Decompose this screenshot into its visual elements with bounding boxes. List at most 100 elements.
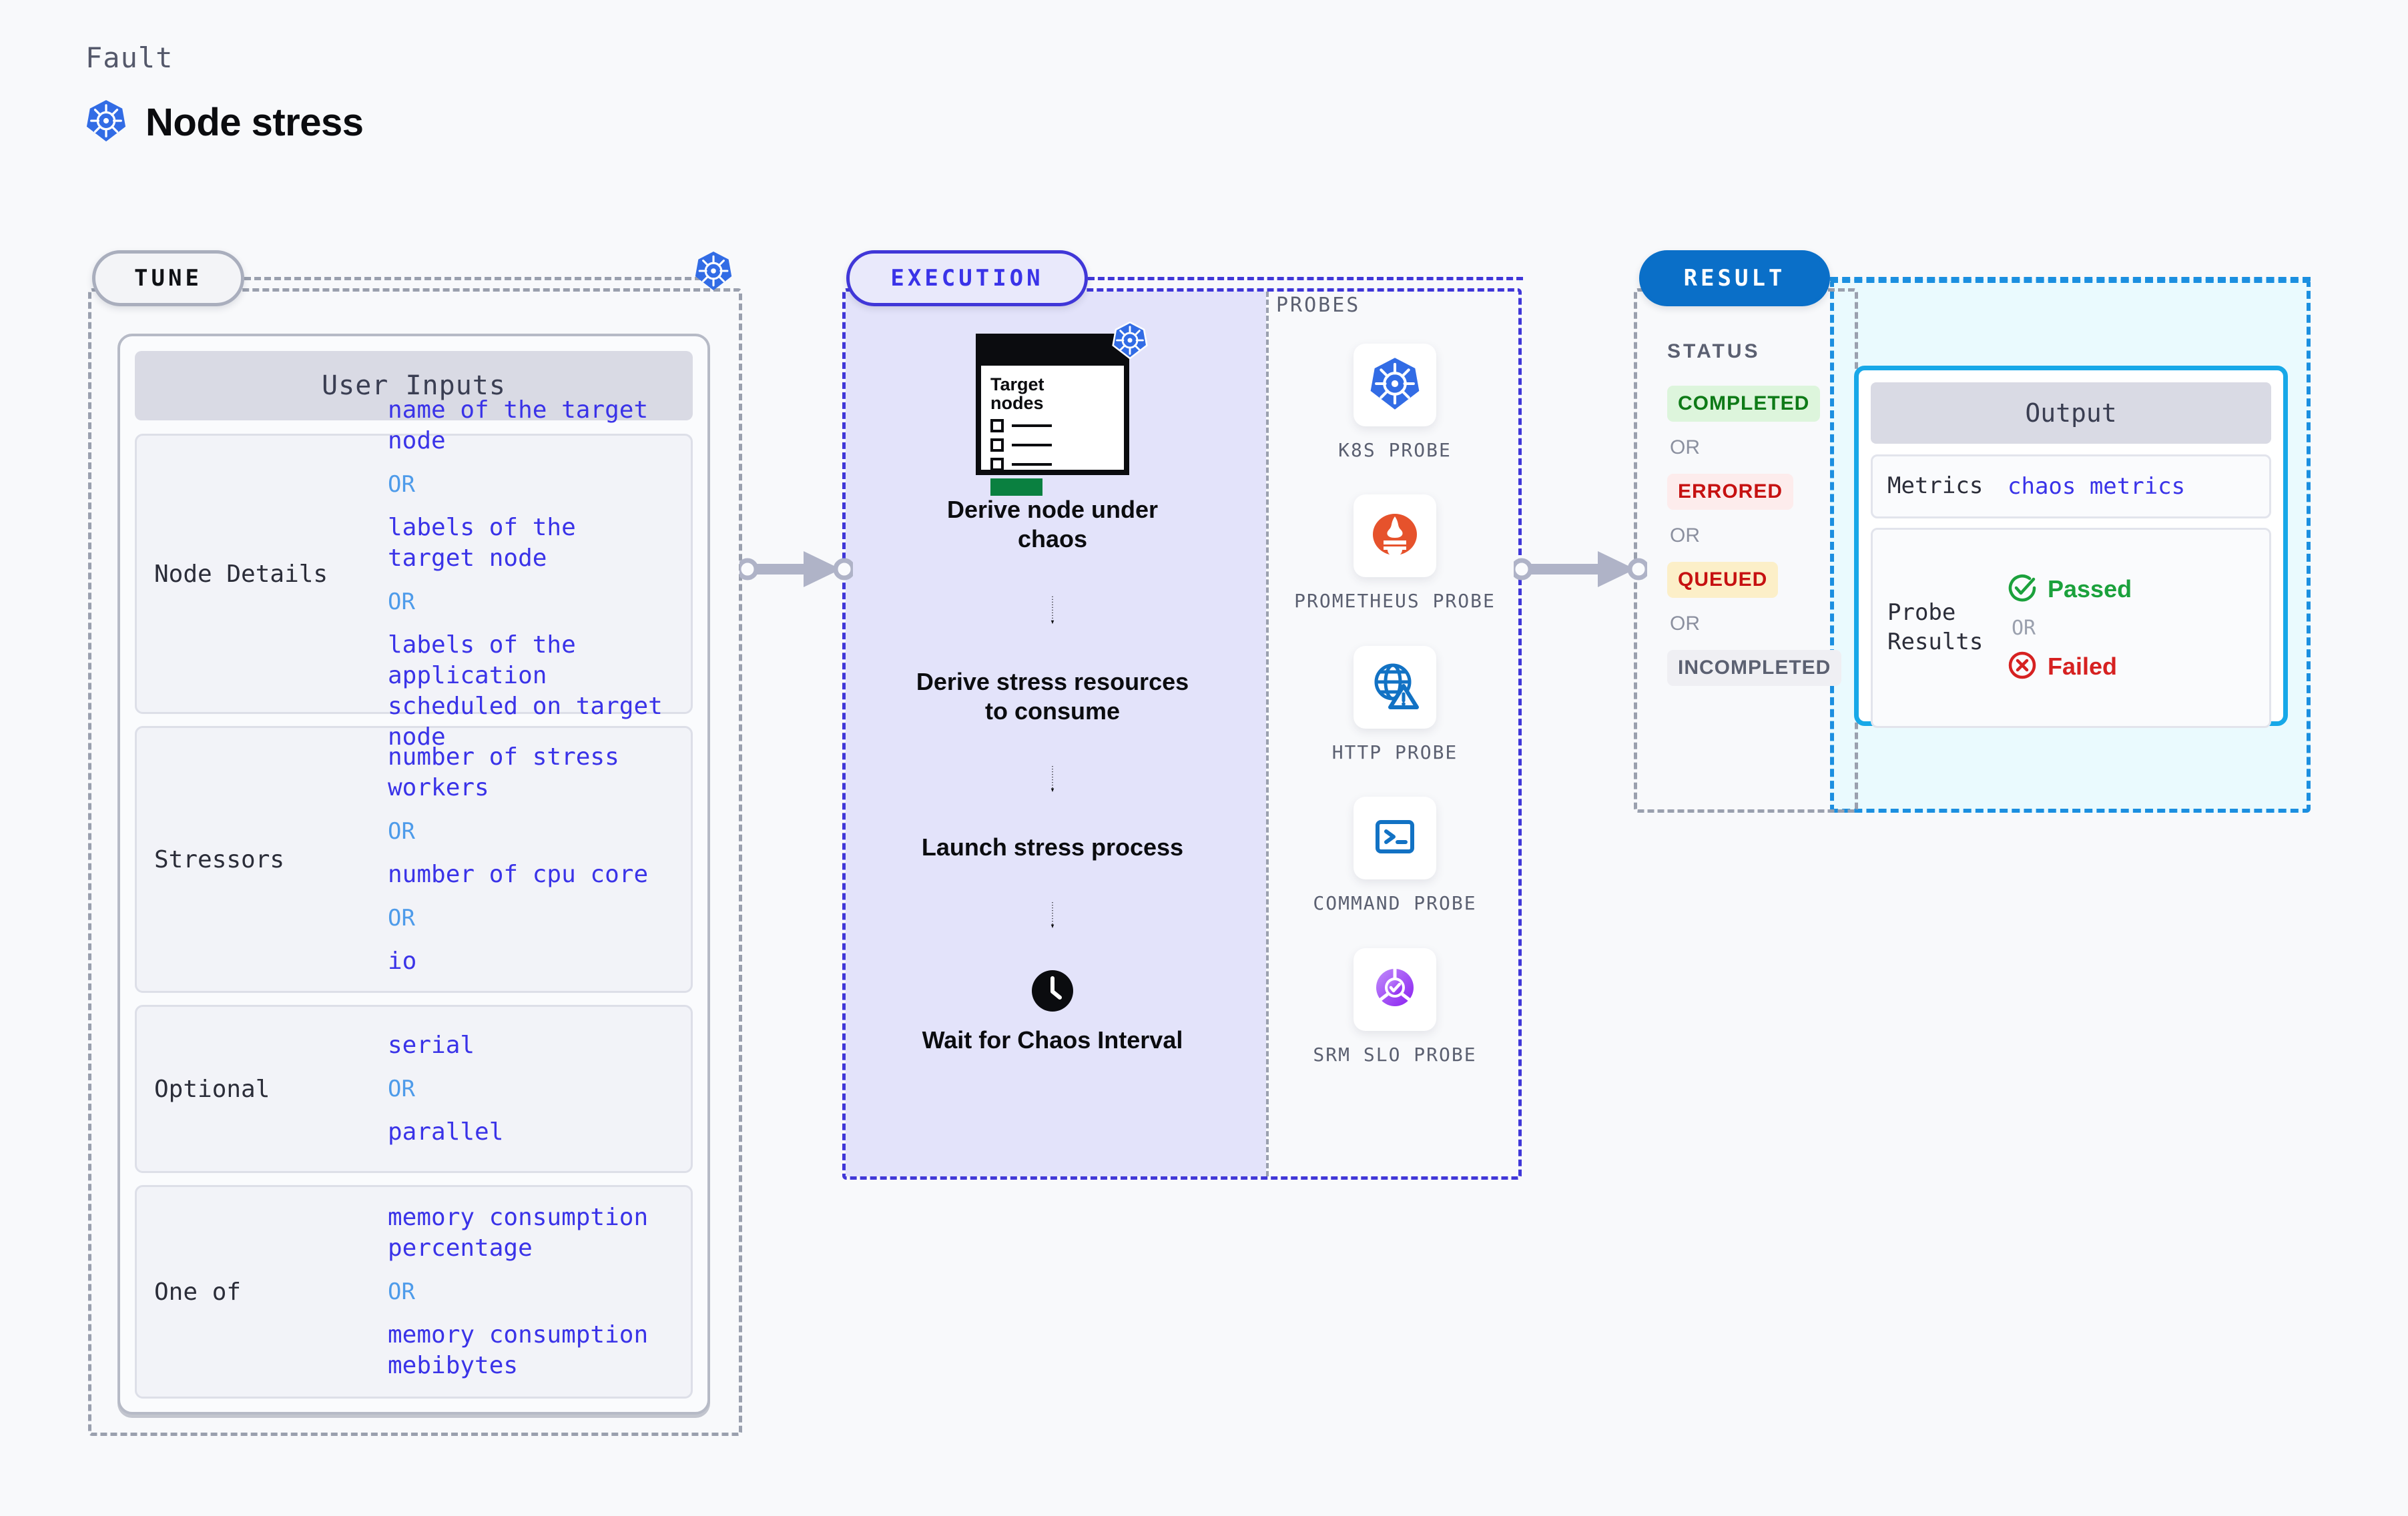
target-card-title-line1: Target [990,374,1044,394]
param-values: serial OR parallel [388,1030,673,1148]
kubernetes-icon [1112,321,1148,362]
output-key: Probe Results [1887,599,2008,657]
param-value: io [388,948,417,976]
globe-warning-icon [1369,659,1421,715]
output-key-text: Probe Results [1887,599,1984,655]
x-circle-icon [2008,651,2037,683]
param-key: One of [154,1278,242,1306]
execution-probes-divider [1266,292,1269,1176]
param-key: Stressors [154,845,285,873]
verdict-label: Passed [2048,575,2132,603]
flow-step-label: Launch stress process [921,833,1184,861]
verdict-passed: Passed [2008,573,2254,606]
execution-flow: Target nodes [842,321,1263,1054]
param-value: memory consumption percentage [388,1203,649,1262]
target-card-list-item [990,438,1115,452]
status-separator: OR [1670,613,1700,635]
param-separator: OR [388,589,415,615]
output-separator: OR [2012,616,2036,640]
param-value: labels of the target node [388,513,576,572]
fault-kind-label: Fault [85,41,174,74]
check-circle-icon [2008,573,2037,606]
probe-tile[interactable] [1353,344,1436,426]
output-values: Passed OR Failed [2008,573,2254,683]
output-value: chaos metrics [2008,473,2186,500]
probe-item-k8s[interactable]: K8S PROBE [1338,344,1452,462]
param-separator: OR [388,470,415,498]
probe-item-prometheus[interactable]: PROMETHEUS PROBE [1294,494,1496,613]
target-card-title: Target nodes [990,375,1115,413]
param-value: number of stress workers [388,743,619,801]
param-value: memory consumption mebibytes [388,1321,649,1380]
kubernetes-icon [1369,357,1421,414]
param-value: name of the target node [388,396,649,454]
output-title: Output [1871,382,2271,444]
target-nodes-card-icon: Target nodes [976,321,1148,496]
prometheus-icon [1369,508,1421,564]
target-card-list-item [990,457,1115,471]
param-value: parallel [388,1118,504,1146]
probe-item-command[interactable]: COMMAND PROBE [1313,797,1476,915]
status-separator: OR [1670,436,1700,458]
status-title: STATUS [1667,340,1761,362]
fault-title-row: Node stress [85,99,364,145]
param-values: number of stress workers OR number of cp… [388,742,673,977]
param-row-stressors: Stressors number of stress workers OR nu… [135,726,693,993]
list-rule [1012,424,1052,427]
param-key: Optional [154,1075,270,1103]
probe-tile[interactable] [1353,645,1436,729]
probe-tile[interactable] [1353,948,1436,1031]
probe-label: PROMETHEUS PROBE [1294,590,1496,613]
probe-tile[interactable] [1353,494,1436,578]
status-badge-completed: COMPLETED [1667,386,1821,422]
stage-badge-result[interactable]: RESULT [1639,250,1830,306]
param-separator: OR [388,818,415,845]
flow-step-label: Wait for Chaos Interval [922,1026,1183,1054]
probe-label: SRM SLO PROBE [1313,1043,1477,1066]
list-rule [1012,462,1052,466]
probe-item-srm-slo[interactable]: SRM SLO PROBE [1313,948,1476,1067]
target-card-titlebar [981,339,1124,366]
slo-check-icon [1368,961,1422,1018]
status-separator: OR [1670,524,1700,546]
flow-arrow-down [1050,901,1055,928]
flow-step-label: Derive node under chaos [946,496,1159,552]
target-card-title-line2: nodes [990,393,1044,414]
user-inputs-card: User Inputs Node Details name of the tar… [117,334,710,1415]
page-header: Fault Node stress [85,41,364,145]
output-values: chaos metrics [2008,473,2254,500]
param-values: name of the target node OR labels of the… [388,395,673,753]
stage-badge-tune[interactable]: TUNE [92,250,244,306]
flow-arrow-down [1050,596,1055,625]
output-row-metrics: Metrics chaos metrics [1871,454,2271,518]
execution-connector-line [1088,277,1523,280]
kubernetes-icon [85,99,127,145]
status-badge-queued: QUEUED [1667,562,1779,598]
connector-execution-to-result [1510,546,1650,596]
target-card-list-item [990,418,1115,432]
probes-column: PROBES K8S PROBE [1268,294,1522,1099]
verdict-label: Failed [2048,653,2118,680]
checkbox-icon [990,438,1004,452]
target-card-confirm-bar [990,478,1042,496]
terminal-icon [1370,811,1420,865]
param-separator: OR [388,905,415,932]
flow-arrow-down [1050,765,1055,792]
param-value: labels of the application scheduled on t… [388,631,663,751]
output-key: Metrics [1887,472,1984,500]
output-card: Output Metrics chaos metrics Probe Resul… [1854,366,2288,728]
result-connector-line [1830,277,2311,281]
stage-badge-execution[interactable]: EXECUTION [846,250,1088,306]
param-row-node-details: Node Details name of the target node OR … [135,396,693,751]
kubernetes-icon [694,251,733,294]
status-badge-errored: ERRORED [1667,474,1794,510]
flow-step-label: Derive stress resources to consume [916,667,1189,725]
param-row-one-of: One of memory consumption percentage OR … [135,1185,693,1399]
target-card-frame: Target nodes [976,334,1129,496]
probe-tile[interactable] [1353,797,1436,880]
param-separator: OR [388,1076,415,1102]
probe-item-http[interactable]: HTTP PROBE [1331,645,1458,765]
page-title: Node stress [145,101,364,144]
probe-label: HTTP PROBE [1331,741,1458,763]
clock-icon [1030,969,1075,1016]
